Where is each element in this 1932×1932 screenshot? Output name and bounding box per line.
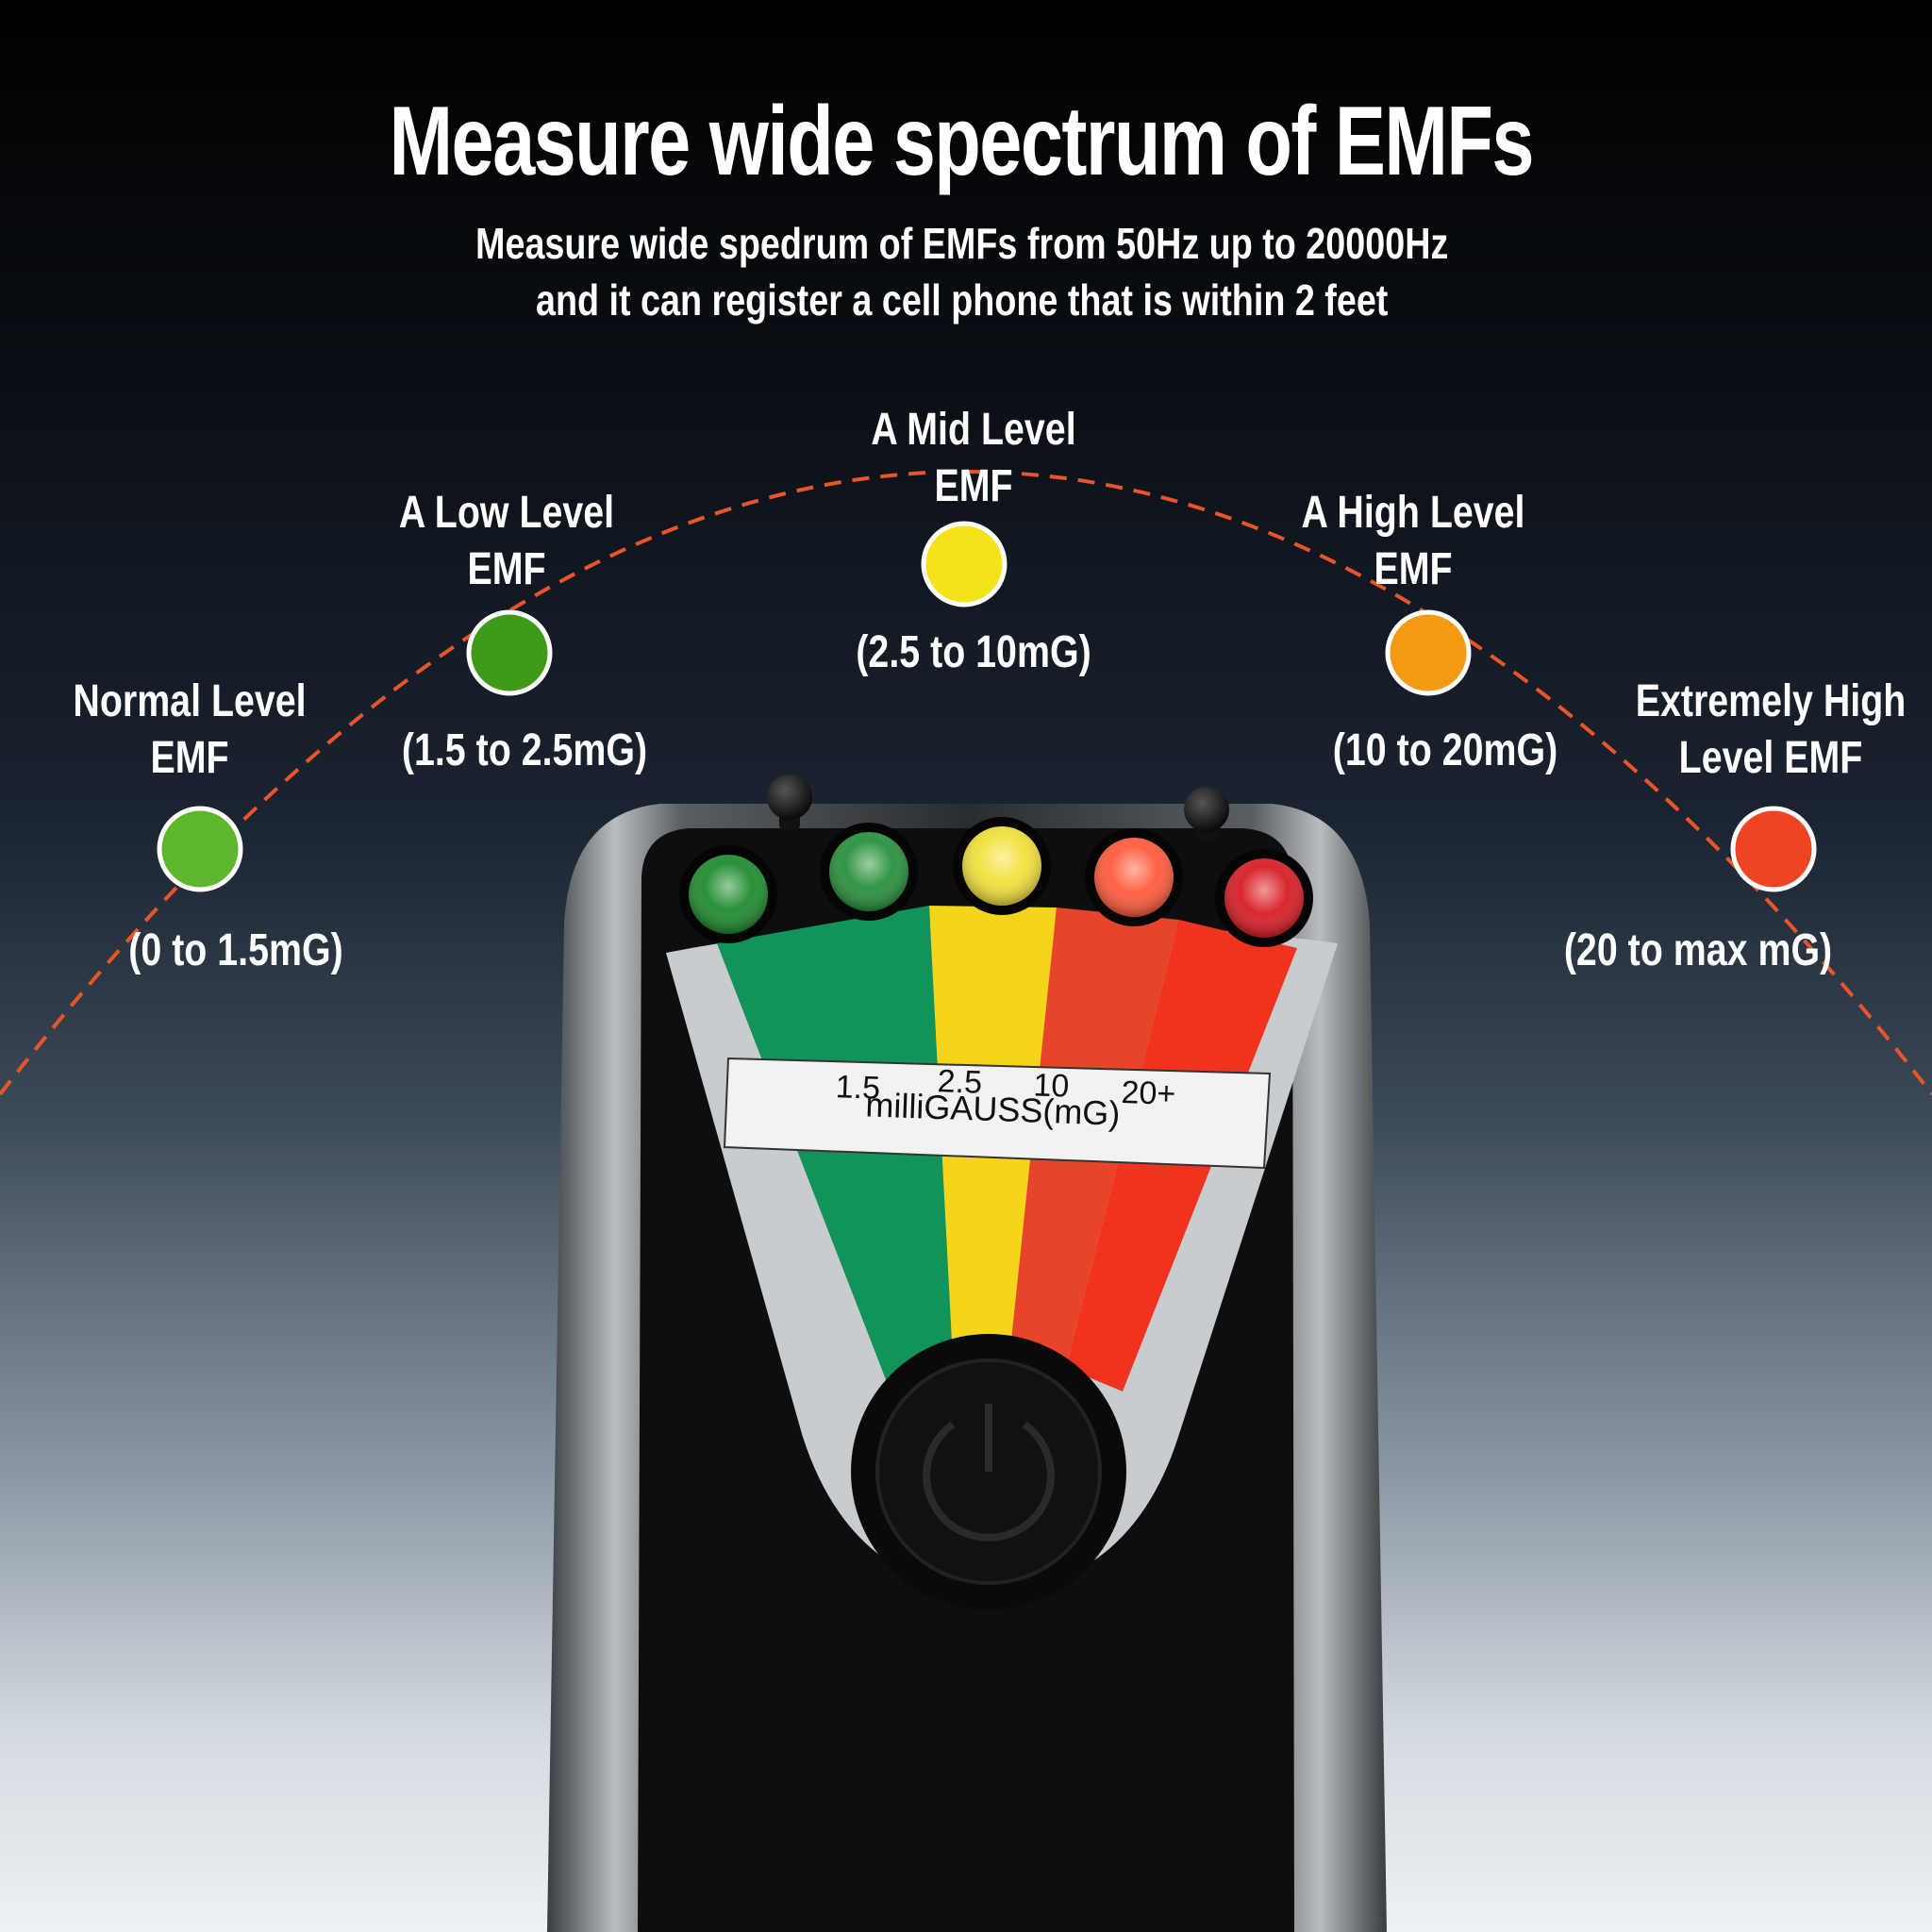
level-range-low: (1.5 to 2.5mG) <box>401 725 648 775</box>
subtitle-line-1: Measure wide spedrum of EMFs from 50Hz u… <box>475 219 1449 268</box>
scale-ticks: 1.5 2.5 10 20+ <box>835 1063 1176 1112</box>
level-marker-2 <box>466 609 553 696</box>
scale-tick-label: 1.5 <box>835 1069 881 1107</box>
unit-label: milliGAUSS(mG) <box>865 1085 1121 1132</box>
power-button[interactable] <box>851 1334 1126 1609</box>
level-range-mid: (2.5 to 10mG) <box>856 627 1091 677</box>
led-indicator-row <box>679 817 1313 947</box>
page-subtitle: Measure wide spedrum of EMFs from 50Hz u… <box>170 215 1754 328</box>
level-range-normal: (0 to 1.5mG) <box>128 925 343 975</box>
subtitle-line-2: and it can register a cell phone that is… <box>535 275 1389 325</box>
level-markers <box>157 521 1817 892</box>
antenna-knob-right <box>1184 787 1229 840</box>
power-icon <box>923 1404 1055 1541</box>
page-title: Measure wide spectrum of EMFs <box>389 87 1535 196</box>
level-marker-3 <box>921 521 1008 608</box>
led-3 <box>953 817 1051 915</box>
antenna-knob-left <box>767 774 812 830</box>
level-arc <box>0 470 1932 1096</box>
led-1 <box>679 845 777 943</box>
level-marker-4 <box>1385 609 1472 696</box>
scale-tick-label: 10 <box>1033 1067 1070 1104</box>
led-5 <box>1215 849 1313 947</box>
scale-plate <box>723 1057 1272 1170</box>
level-range-extreme: (20 to max mG) <box>1563 925 1833 975</box>
led-4 <box>1085 828 1183 926</box>
scale-tick-label: 2.5 <box>937 1063 983 1101</box>
level-marker-1 <box>157 806 243 892</box>
scale-tick-label: 20+ <box>1121 1074 1176 1112</box>
led-2 <box>820 823 918 921</box>
level-range-high: (10 to 20mG) <box>1332 725 1558 775</box>
level-marker-5 <box>1730 806 1817 892</box>
